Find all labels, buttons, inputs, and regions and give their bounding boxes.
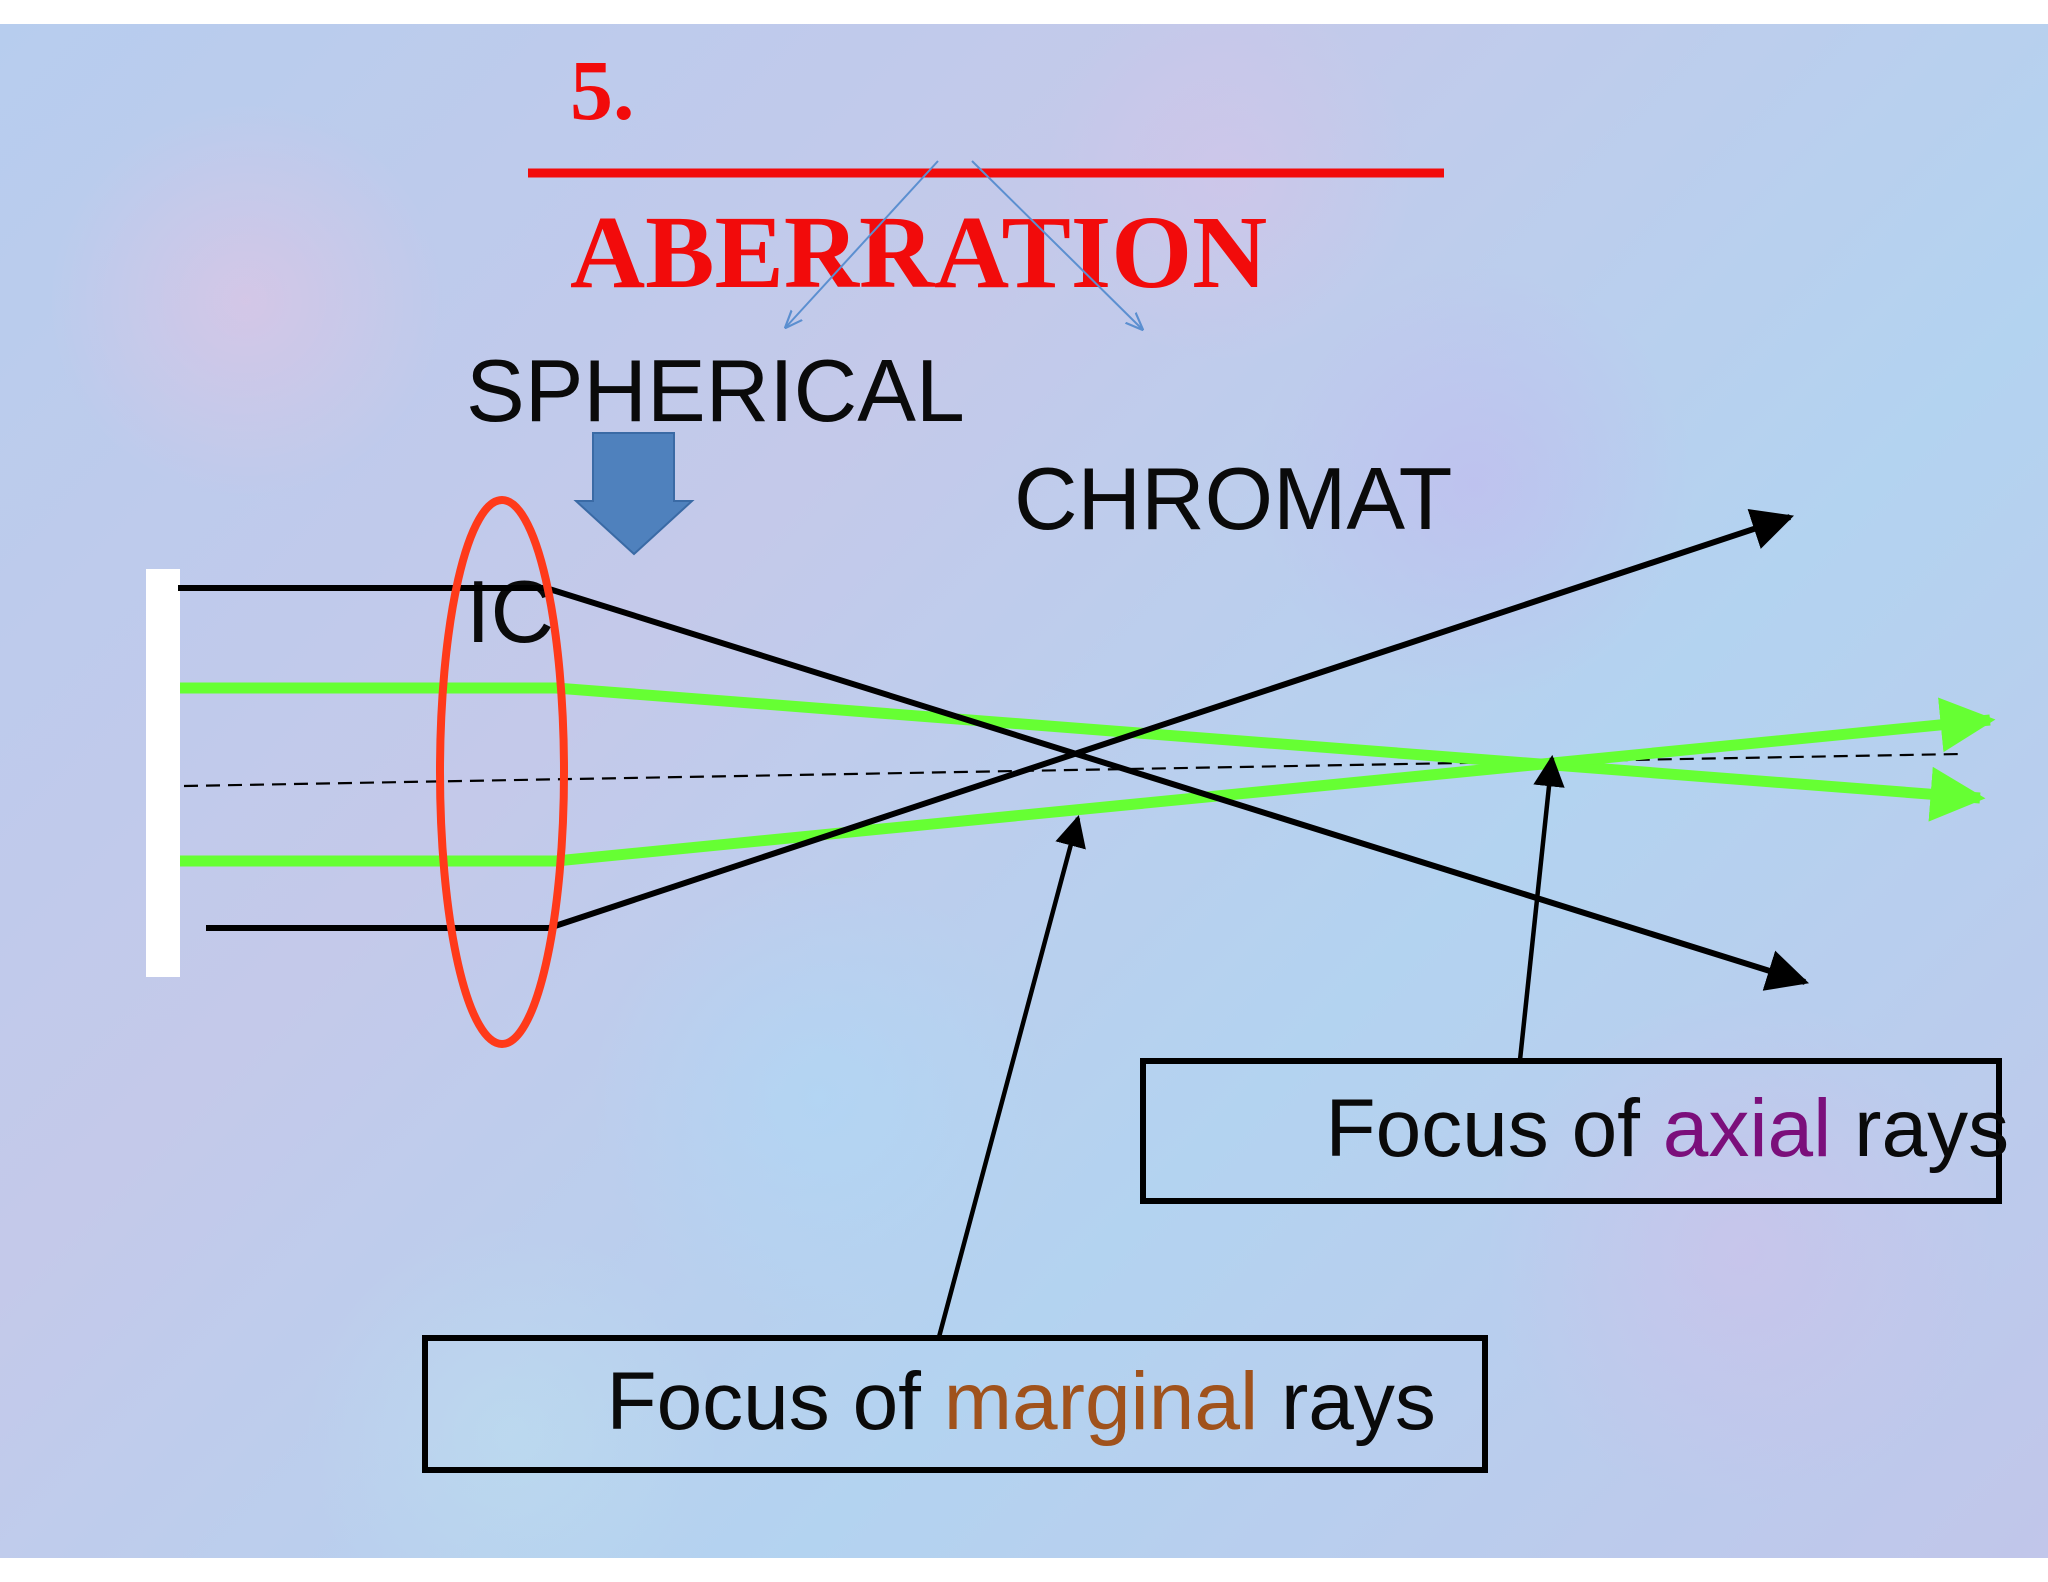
- callout-box-marginal: [422, 1335, 1488, 1473]
- callout-marginal-suffix: rays: [1258, 1356, 1436, 1447]
- label-chromatic-line1: CHROMAT: [1014, 449, 1452, 548]
- label-chromatic-line2: IC: [466, 562, 554, 661]
- callout-axial-suffix: rays: [1831, 1083, 2009, 1174]
- callout-marginal-text: Focus of marginal rays: [447, 1356, 1550, 1447]
- axial-ray-upper: [180, 682, 1986, 822]
- callout-marginal-prefix: Focus of: [606, 1356, 943, 1447]
- optical-axis: [183, 752, 1961, 788]
- callout-marginal-highlight: marginal: [944, 1356, 1258, 1447]
- aperture-stop: [146, 569, 180, 977]
- callout-axial-prefix: Focus of: [1325, 1083, 1662, 1174]
- slide-title: ABERRATION: [570, 195, 1267, 310]
- callout-axial-highlight: axial: [1663, 1083, 1832, 1174]
- branch-arrow-right: [971, 160, 1142, 329]
- down-arrow-icon: [573, 432, 695, 556]
- callout-box-axial: [1140, 1058, 2002, 1204]
- convex-lens: [436, 496, 568, 1048]
- pointer-axial-focus: [1517, 754, 1565, 1061]
- slide: 5. ABERRATION SPHERICAL CHROMAT IC Focus…: [0, 24, 2048, 1558]
- aberration-diagram: 5. ABERRATION SPHERICAL CHROMAT IC Focus…: [146, 42, 2048, 1473]
- axial-ray-lower: [180, 697, 1996, 867]
- callout-axial-text: Focus of axial rays: [1166, 1083, 2048, 1174]
- slide-number: 5.: [570, 42, 635, 138]
- label-spherical: SPHERICAL: [466, 341, 965, 440]
- pointer-marginal-focus: [936, 814, 1086, 1338]
- branch-arrow-left: [786, 160, 939, 327]
- marginal-ray-upper: [178, 585, 1810, 991]
